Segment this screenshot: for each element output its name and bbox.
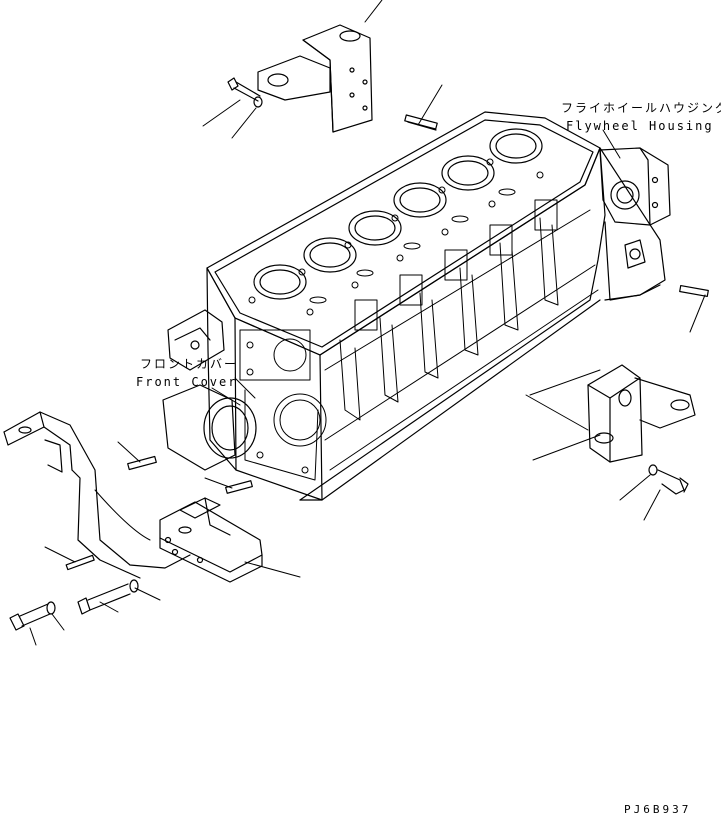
pipe-line: [94, 489, 151, 541]
top-mount-bracket: [257, 24, 373, 133]
side-ribs: [324, 199, 599, 471]
top-dowel: [404, 114, 438, 130]
right-bolt: [648, 464, 689, 495]
flywheel-housing: [599, 147, 671, 301]
front-support-bracket: [3, 411, 191, 579]
deck-holes: [248, 158, 544, 316]
front-cover-label: Front Cover: [136, 375, 238, 389]
front-cover: [162, 309, 257, 471]
front-cover-label-jp: フロントカバー: [140, 357, 239, 371]
front-face-details: [239, 329, 327, 481]
top-bolt: [227, 77, 263, 108]
flywheel-housing-label-jp: フライホイールハウジング: [561, 101, 721, 115]
flywheel-housing-label: Flywheel Housing: [566, 119, 714, 133]
front-support-plate: [159, 497, 263, 583]
right-mount-bracket: [587, 364, 696, 463]
right-dowel-pin: [679, 285, 709, 297]
cylinder-bores: [253, 128, 543, 300]
lower-fasteners: [9, 455, 253, 631]
leader-lines: [29, 0, 706, 646]
cylinder-block: [206, 111, 666, 501]
drawing-code: PJ6B937: [624, 803, 692, 816]
